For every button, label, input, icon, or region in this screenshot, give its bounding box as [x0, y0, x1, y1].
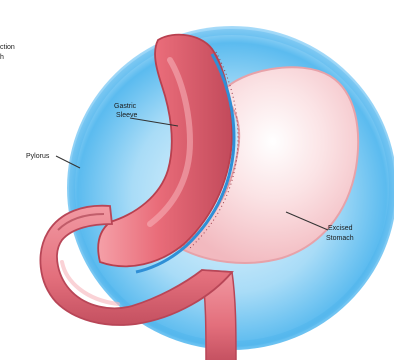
edge-text-line2: h: [0, 54, 4, 61]
label-pylorus: Pylorus: [26, 153, 50, 160]
label-gastric-sleeve-line1: Gastric: [114, 103, 137, 110]
label-excised-line2: Stomach: [326, 235, 354, 242]
edge-text-line1: ction: [0, 44, 15, 51]
label-excised-line1: Excised: [328, 225, 353, 232]
label-gastric-sleeve-line2: Sleeve: [116, 112, 138, 119]
